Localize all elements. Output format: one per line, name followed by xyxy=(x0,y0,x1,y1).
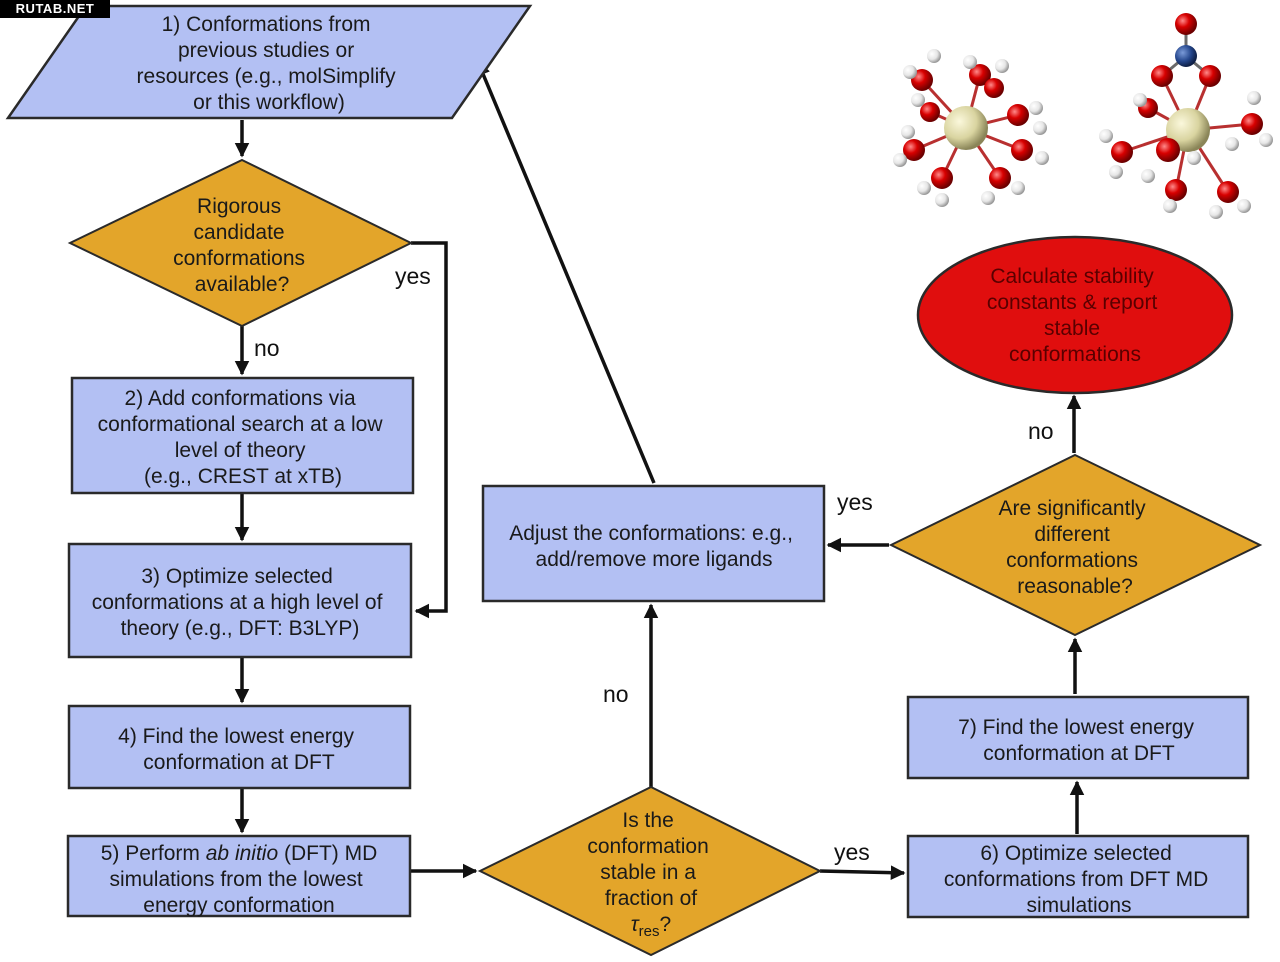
node-3-optimize-high-level: 3) Optimize selected conformations at a … xyxy=(67,542,413,659)
node-2-line: conformational search at a low xyxy=(98,413,384,436)
decision-2-line: conformation xyxy=(587,835,708,858)
node-1-line: previous studies or xyxy=(178,39,354,62)
decision-3-line: different xyxy=(1034,523,1110,546)
edge-label-d2-adj: no xyxy=(603,681,629,707)
adjust-line: Adjust the conformations: e.g., xyxy=(509,522,793,545)
terminal-calculate-stability: Calculate stability constants & report s… xyxy=(916,235,1234,395)
svg-text:6) Optimize selected con: 6) Optimize selected conformations from … xyxy=(944,842,1214,917)
terminal-line: Calculate stability xyxy=(990,265,1154,288)
edges xyxy=(234,60,1085,881)
svg-text:Calculate stability cons: Calculate stability constants & report s… xyxy=(987,265,1163,366)
decision-rigorous-candidates: Rigorous candidate conformations availab… xyxy=(67,158,414,328)
edge-label-d1-n3: yes xyxy=(395,263,431,289)
node-6-line: simulations xyxy=(1026,894,1131,917)
node-1-line: resources (e.g., molSimplify xyxy=(137,65,397,88)
terminal-line: stable xyxy=(1044,317,1100,340)
decision-1-line: conformations xyxy=(173,247,305,270)
terminal-line: constants & report xyxy=(987,291,1158,314)
svg-text:Adjust the conformations: e.g.: Adjust the conformations: e.g., add/remo… xyxy=(509,522,799,571)
svg-text:simulations from the lowest: simulations from the lowest energy confo… xyxy=(109,868,368,917)
node-1-previous-conformations: 1) Conformations from previous studies o… xyxy=(5,4,533,120)
svg-text:τres?: τres? xyxy=(631,913,671,940)
decision-1-line: candidate xyxy=(194,221,285,244)
decision-3-line: Are significantly xyxy=(999,497,1147,520)
node-2-line: (e.g., CREST at xTB) xyxy=(144,465,342,488)
decision-1-line: Rigorous xyxy=(197,195,281,218)
node-2-conformational-search: 2) Add conformations via conformational … xyxy=(70,376,415,495)
node-2-line: level of theory xyxy=(175,439,306,462)
tau-symbol: τ xyxy=(631,913,640,936)
node-5-ab-initio-md: 5) Perform ab initio (DFT) MD simulation… xyxy=(66,834,412,918)
node-3-line: theory (e.g., DFT: B3LYP) xyxy=(121,617,360,640)
node-4-line: conformation at DFT xyxy=(143,751,335,774)
edge-label-d3-adj: yes xyxy=(837,489,873,515)
node-6-optimize-from-md: 6) Optimize selected conformations from … xyxy=(906,834,1250,919)
tau-subscript: res xyxy=(639,923,660,940)
node-6-line: conformations from DFT MD xyxy=(944,868,1209,891)
tau-question: ? xyxy=(660,913,672,936)
watermark-background xyxy=(0,0,110,18)
decision-conformation-stable: Is the conformation stable in a fraction… xyxy=(477,785,823,957)
node-3-line: conformations at a high level of xyxy=(92,591,383,614)
decision-2-line: fraction of xyxy=(605,887,697,910)
node-1-line: 1) Conformations from xyxy=(162,13,371,36)
svg-text:Are significantly differ: Are significantly different conformation… xyxy=(999,497,1152,598)
svg-text:Is the conformation: Is the conformation stable in a fraction… xyxy=(587,809,714,910)
svg-text:2) Add conformations via: 2) Add conformations via conformational … xyxy=(98,387,389,488)
node-5-line: simulations from the lowest xyxy=(109,868,362,891)
node-5-line-italic: ab initio xyxy=(206,842,279,865)
edge-d1-n3 xyxy=(411,241,448,619)
node-adjust-conformations: Adjust the conformations: e.g., add/remo… xyxy=(481,484,826,603)
edge-adj-n1 xyxy=(476,60,656,484)
svg-text:7) Find the lowest energy: 7) Find the lowest energy conformation a… xyxy=(958,716,1200,765)
decision-2-line: Is the xyxy=(622,809,673,832)
node-5-line-prefix: 5) Perform xyxy=(101,842,206,865)
node-4-lowest-energy: 4) Find the lowest energy conformation a… xyxy=(67,704,412,790)
node-7-line: 7) Find the lowest energy xyxy=(958,716,1194,739)
node-3-line: 3) Optimize selected xyxy=(141,565,332,588)
svg-text:1) Conformations from pr: 1) Conformations from previous studies o… xyxy=(137,13,402,114)
svg-text:3) Optimize selected con: 3) Optimize selected conformations at a … xyxy=(92,565,389,640)
node-5-line-suffix: (DFT) MD xyxy=(278,842,377,865)
adjust-line: add/remove more ligands xyxy=(536,548,773,571)
node-6-line: 6) Optimize selected xyxy=(980,842,1171,865)
watermark-label: RUTAB.NET xyxy=(15,1,95,16)
molecule-cluster-right xyxy=(1099,13,1273,219)
decision-different-conformations: Are significantly different conformation… xyxy=(888,453,1263,637)
node-7-line: conformation at DFT xyxy=(983,742,1175,765)
node-4-line: 4) Find the lowest energy xyxy=(118,725,354,748)
node-7-lowest-energy: 7) Find the lowest energy conformation a… xyxy=(906,695,1250,780)
edge-d2-n6 xyxy=(819,865,906,881)
molecule-cluster-left xyxy=(893,49,1049,207)
node-1-line: or this workflow) xyxy=(193,91,345,114)
node-2-line: 2) Add conformations via xyxy=(125,387,356,410)
svg-text:Rigorous candidate: Rigorous candidate conformations availab… xyxy=(173,195,311,296)
decision-3-line: reasonable? xyxy=(1017,575,1133,598)
edge-label-d2-n6: yes xyxy=(834,839,870,865)
decision-3-line: conformations xyxy=(1006,549,1138,572)
edge-label-d3-final: no xyxy=(1028,418,1054,444)
decision-2-line: stable in a xyxy=(600,861,696,884)
terminal-line: conformations xyxy=(1009,343,1141,366)
svg-text:4) Find the lowest energy: 4) Find the lowest energy conformation a… xyxy=(118,725,360,774)
edge-label-d1-n2: no xyxy=(254,335,280,361)
svg-text:5) Perform ab initio (DFT) MD: 5) Perform ab initio (DFT) MD xyxy=(101,842,378,865)
decision-1-line: available? xyxy=(195,273,290,296)
node-5-line: energy conformation xyxy=(143,894,334,917)
